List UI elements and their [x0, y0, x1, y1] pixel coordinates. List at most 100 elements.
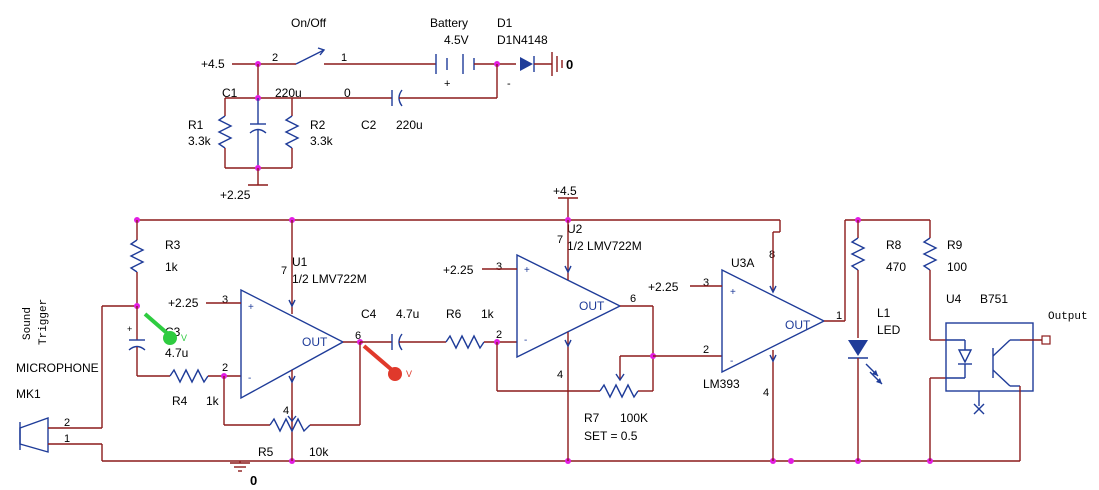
u1-out: OUT — [302, 335, 328, 349]
u3-ref: U3A — [731, 256, 754, 270]
c2-value: 220u — [396, 118, 423, 132]
u4-part: B751 — [980, 292, 1008, 306]
ground-zero-label: 0 — [250, 473, 257, 488]
diode-d1: D1 D1N4148 0 — [497, 16, 573, 76]
switch-pin2: 2 — [272, 52, 278, 64]
u2-pin4: 4 — [557, 369, 563, 381]
supply-plus-4-5-label: +4.5 — [201, 57, 225, 71]
optocoupler-u4: U4 B751 — [945, 292, 1034, 415]
r1-ref: R1 — [188, 118, 204, 132]
opamp-u2: + - OUT U2 1/2 LMV722M 7 3 2 4 6 +2.25 — [443, 220, 653, 461]
resistor-r8: R8 470 — [850, 220, 906, 338]
u2-plus: + — [524, 265, 530, 276]
u1-pin7: 7 — [281, 265, 287, 277]
u1-pin4: 4 — [283, 405, 289, 417]
r7-set: SET = 0.5 — [584, 429, 638, 443]
capacitor-c2: C2 220u — [361, 89, 497, 132]
mic-pin2: 2 — [64, 417, 70, 429]
r5-ref: R5 — [258, 445, 274, 459]
u3-bias: +2.25 — [648, 280, 679, 294]
svg-text:+: + — [127, 324, 132, 334]
u1-pin6: 6 — [355, 330, 361, 342]
battery-value: 4.5V — [444, 33, 469, 47]
probe-green-label: V — [181, 333, 187, 343]
diode-part: D1N4148 — [497, 33, 548, 47]
resistor-r2: R2 3.3k — [284, 98, 334, 168]
u3-pin1: 1 — [836, 310, 842, 322]
u1-minus: - — [248, 373, 251, 384]
u2-bias: +2.25 — [443, 263, 474, 277]
voltage-probe-red[interactable]: V — [362, 344, 412, 381]
c4-value: 4.7u — [396, 307, 419, 321]
potentiometer-r7: R7 100K SET = 0.5 — [496, 306, 656, 443]
output-label: Output — [1048, 311, 1088, 323]
u3-pin4: 4 — [763, 387, 769, 399]
u2-pin2: 2 — [496, 329, 502, 341]
battery-ground-label: 0 — [566, 57, 573, 72]
r4-ref: R4 — [172, 394, 188, 408]
battery-label: Battery — [430, 16, 468, 30]
mic-pin1: 1 — [64, 433, 70, 445]
capacitor-c3: C3 4.7u + — [127, 306, 188, 377]
sound-title: Sound — [22, 307, 34, 340]
u4-ref: U4 — [946, 292, 962, 306]
trigger-title: Trigger — [38, 299, 50, 345]
r7-value: 100K — [620, 411, 648, 425]
u3-out: OUT — [785, 318, 811, 332]
u2-minus: - — [524, 335, 527, 346]
battery-minus: - — [507, 78, 511, 90]
microphone-icon — [19, 417, 49, 453]
u3-plus: + — [730, 287, 736, 298]
voltage-probe-green[interactable]: V — [143, 312, 187, 345]
resistor-r4: R4 1k — [169, 368, 241, 408]
capacitor-c4: C4 4.7u — [360, 307, 446, 351]
u2-out: OUT — [579, 299, 605, 313]
led-ref: L1 — [877, 306, 891, 320]
rails: +4.5 0 — [102, 184, 1020, 488]
u1-bias: +2.25 — [168, 296, 199, 310]
output-port[interactable] — [1041, 335, 1051, 345]
on-off-switch: On/Off 2 1 — [272, 16, 436, 65]
diode-ref: D1 — [497, 16, 513, 30]
u2-pin3: 3 — [496, 261, 502, 273]
r3-value: 1k — [165, 260, 179, 274]
resistor-r9: R9 100 — [922, 220, 967, 461]
r3-ref: R3 — [165, 238, 181, 252]
c1-ref: C1 — [222, 86, 238, 100]
c4-ref: C4 — [361, 307, 377, 321]
u1-pin2: 2 — [222, 362, 228, 374]
c3-value: 4.7u — [165, 346, 188, 360]
r7-ref: R7 — [584, 411, 600, 425]
u1-part: 1/2 LMV722M — [292, 272, 367, 286]
junction — [788, 458, 794, 464]
u1-plus: + — [248, 302, 254, 313]
rail-plus-4-5-label: +4.5 — [553, 184, 577, 198]
r6-value: 1k — [481, 307, 495, 321]
resistor-r1: R1 3.3k — [188, 98, 233, 168]
power-supply-section: +4.5 On/Off 2 1 Battery 4.5V + - D1 — [188, 16, 573, 202]
comparator-u3: + - OUT U3A LM393 8 3 2 4 1 +2.25 — [648, 220, 846, 461]
input-section: Sound Trigger MICROPHONE MK1 2 1 R3 1k — [16, 220, 241, 461]
u2-pin7: 7 — [557, 234, 563, 246]
opamp-u1: + - OUT U1 1/2 LMV722M 7 3 2 4 6 +2.25 — [168, 220, 367, 461]
r9-ref: R9 — [947, 238, 963, 252]
switch-label: On/Off — [291, 16, 327, 30]
c2-ref: C2 — [361, 118, 377, 132]
r6-ref: R6 — [446, 307, 462, 321]
r1-value: 3.3k — [188, 134, 212, 148]
microphone-ref: MK1 — [16, 387, 41, 401]
u3-pin3: 3 — [703, 277, 709, 289]
led-part: LED — [877, 323, 901, 337]
r2-value: 3.3k — [310, 134, 334, 148]
r4-value: 1k — [206, 394, 220, 408]
resistor-r6: R6 1k — [445, 307, 517, 350]
u2-pin6: 6 — [630, 293, 636, 305]
r5-value: 10k — [309, 445, 329, 459]
switch-pin1: 1 — [341, 52, 347, 64]
u3-minus: - — [730, 356, 733, 367]
c2-ground-label: 0 — [344, 86, 351, 100]
c1-value: 220u — [275, 86, 302, 100]
u3-pin2: 2 — [703, 344, 709, 356]
battery: Battery 4.5V + - — [430, 16, 516, 90]
